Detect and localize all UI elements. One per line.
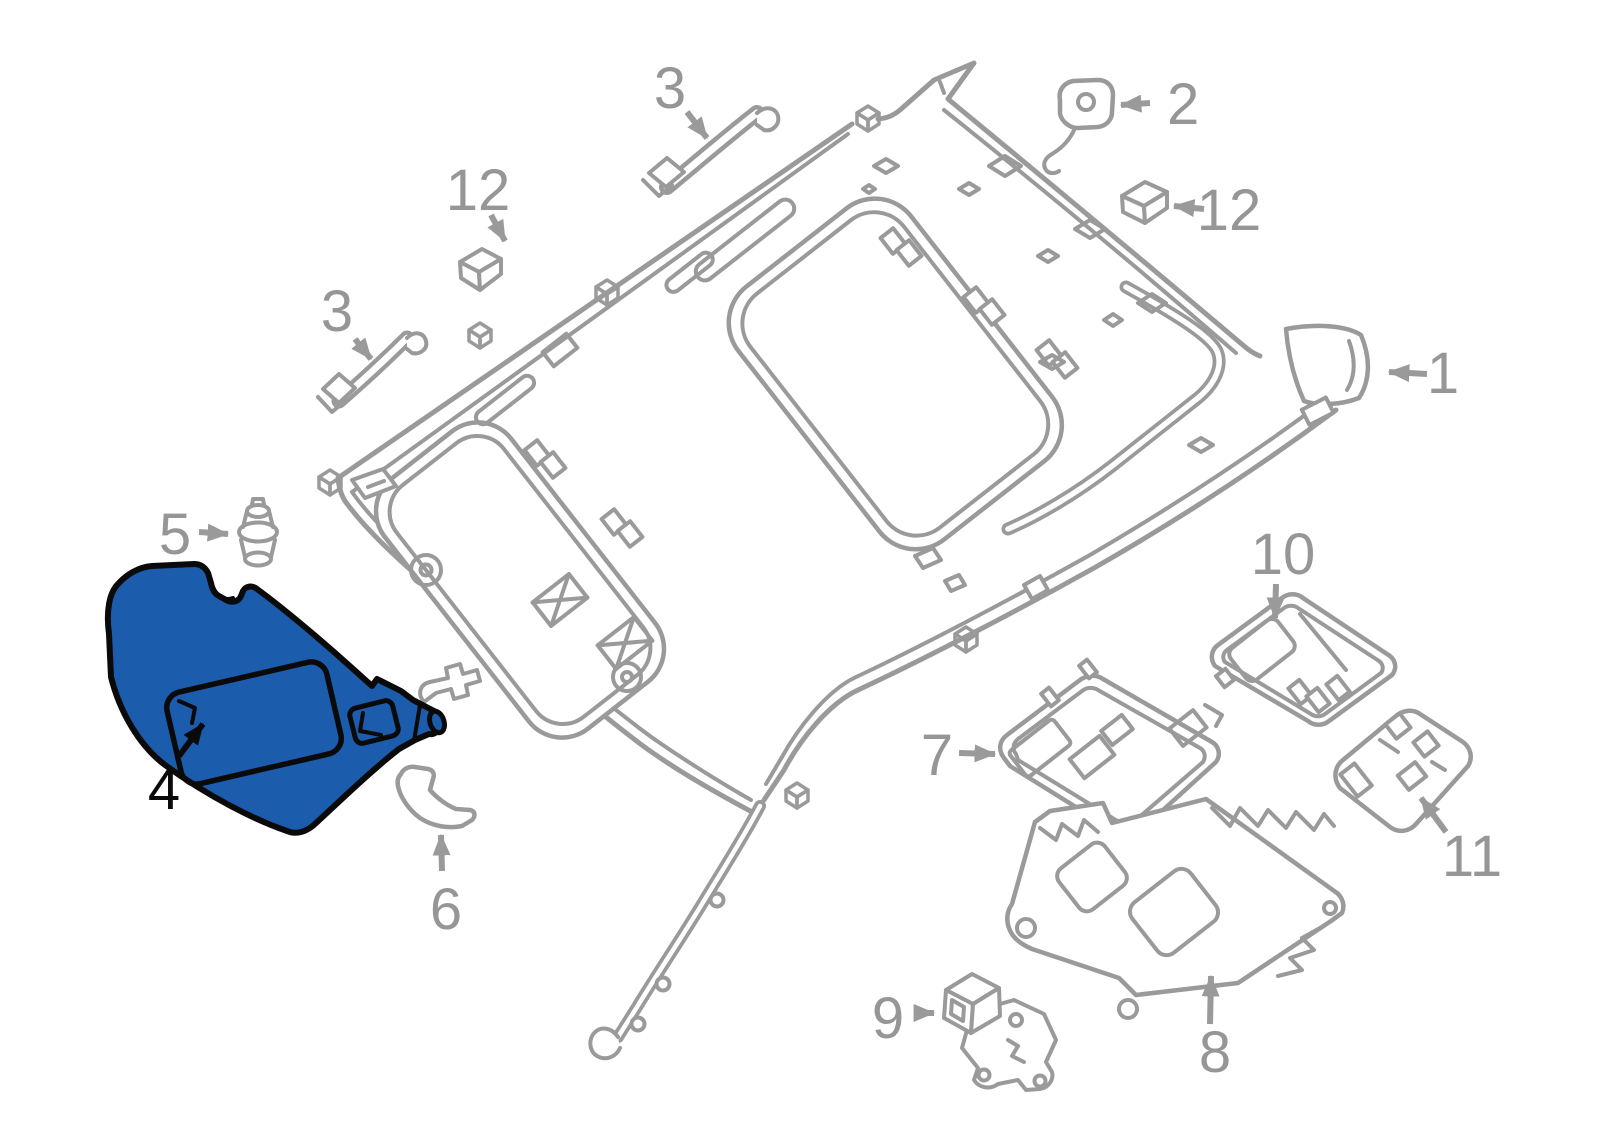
callout-8-arrow	[1201, 974, 1220, 1025]
callout-3-left-arrow	[351, 337, 374, 361]
callout-5-arrow	[198, 523, 230, 542]
part-bracket-6[interactable]	[395, 764, 477, 830]
part-bracket-2[interactable]	[1042, 77, 1116, 176]
panel-bottomright-edge	[761, 407, 1339, 803]
callout-10-arrow	[1266, 583, 1285, 620]
part-overhead-console-7[interactable]	[997, 657, 1224, 838]
visor-mirror-panel	[163, 659, 345, 787]
part-spacer-12-right[interactable]	[1120, 180, 1169, 225]
panel-details	[350, 467, 655, 704]
callout-3-top-label[interactable]: 3	[654, 56, 686, 121]
callout-7-arrow	[958, 744, 997, 763]
part-latch-9[interactable]	[942, 972, 1058, 1092]
callout-7[interactable]: 7	[921, 723, 997, 788]
part-visor-holder-5[interactable]	[237, 497, 279, 568]
part-mounting-plate-8[interactable]	[1005, 796, 1346, 1020]
visor-mount-clip	[347, 698, 401, 746]
callout-12-left-arrow	[487, 213, 508, 243]
callout-12-right-label[interactable]: 12	[1197, 178, 1262, 243]
callout-1-arrow	[1387, 364, 1428, 383]
callout-9[interactable]: 9	[872, 986, 936, 1051]
tail-end-hook	[588, 1026, 622, 1061]
visor-hook-notch	[215, 593, 235, 601]
callout-4-label[interactable]: 4	[148, 757, 180, 822]
callout-12-left[interactable]: 12	[446, 158, 511, 243]
callout-5[interactable]: 5	[159, 502, 230, 567]
callout-11-label[interactable]: 11	[1442, 824, 1502, 889]
callout-3-top-arrow	[684, 110, 710, 140]
callout-6-label[interactable]: 6	[430, 877, 462, 942]
callout-12-left-label[interactable]: 12	[446, 158, 511, 223]
callout-5-label[interactable]: 5	[159, 502, 191, 567]
part-lamp-connector-11[interactable]	[1333, 708, 1473, 834]
callout-2-arrow	[1119, 94, 1151, 113]
callout-6[interactable]: 6	[430, 833, 462, 942]
callout-4-arrow	[176, 722, 206, 758]
part-grip-rail-top[interactable]	[641, 105, 781, 198]
callouts: 3 12 3 2 12 1 5 4	[148, 56, 1502, 1085]
panel-topleft-edge	[335, 121, 855, 481]
callout-11[interactable]: 11	[1418, 796, 1502, 889]
panel-rear-corner	[1283, 323, 1371, 427]
callout-2[interactable]: 2	[1119, 72, 1199, 137]
callout-11-arrow	[1418, 796, 1449, 834]
visor-pivot-pin	[427, 708, 447, 736]
callout-9-label[interactable]: 9	[872, 986, 904, 1051]
callout-1-label[interactable]: 1	[1427, 341, 1459, 406]
callout-10[interactable]: 10	[1251, 522, 1316, 620]
part-spacer-12-left[interactable]	[458, 247, 503, 292]
front-sunroof-opening	[373, 420, 667, 740]
panel-holes	[861, 154, 1215, 454]
part-headliner-panel[interactable]	[317, 60, 1371, 1061]
callout-8-label[interactable]: 8	[1199, 1020, 1231, 1085]
callout-7-label[interactable]: 7	[921, 723, 953, 788]
callout-3-left-label[interactable]: 3	[321, 279, 353, 344]
part-sun-visor-highlighted[interactable]	[104, 561, 447, 836]
sunshade-guide-slots	[473, 197, 797, 427]
visor-mirror-notch	[177, 699, 197, 725]
opening-clip-tabs	[522, 226, 1080, 601]
part-room-lamp-10[interactable]	[1209, 592, 1398, 727]
callout-10-label[interactable]: 10	[1251, 522, 1316, 587]
callout-8[interactable]: 8	[1199, 974, 1231, 1085]
callout-4-highlighted[interactable]: 4	[148, 722, 206, 822]
callout-12-right[interactable]: 12	[1172, 178, 1262, 243]
callout-1[interactable]: 1	[1387, 341, 1459, 406]
callout-12-right-arrow	[1172, 199, 1205, 217]
visor-body[interactable]	[104, 561, 445, 836]
panel-topright-edge	[875, 60, 1263, 359]
callout-2-label[interactable]: 2	[1167, 72, 1199, 137]
callout-6-arrow	[432, 833, 451, 872]
callout-3-left[interactable]: 3	[321, 279, 374, 361]
callout-3-top[interactable]: 3	[654, 56, 710, 140]
part-grip-rail-left[interactable]	[316, 330, 429, 414]
